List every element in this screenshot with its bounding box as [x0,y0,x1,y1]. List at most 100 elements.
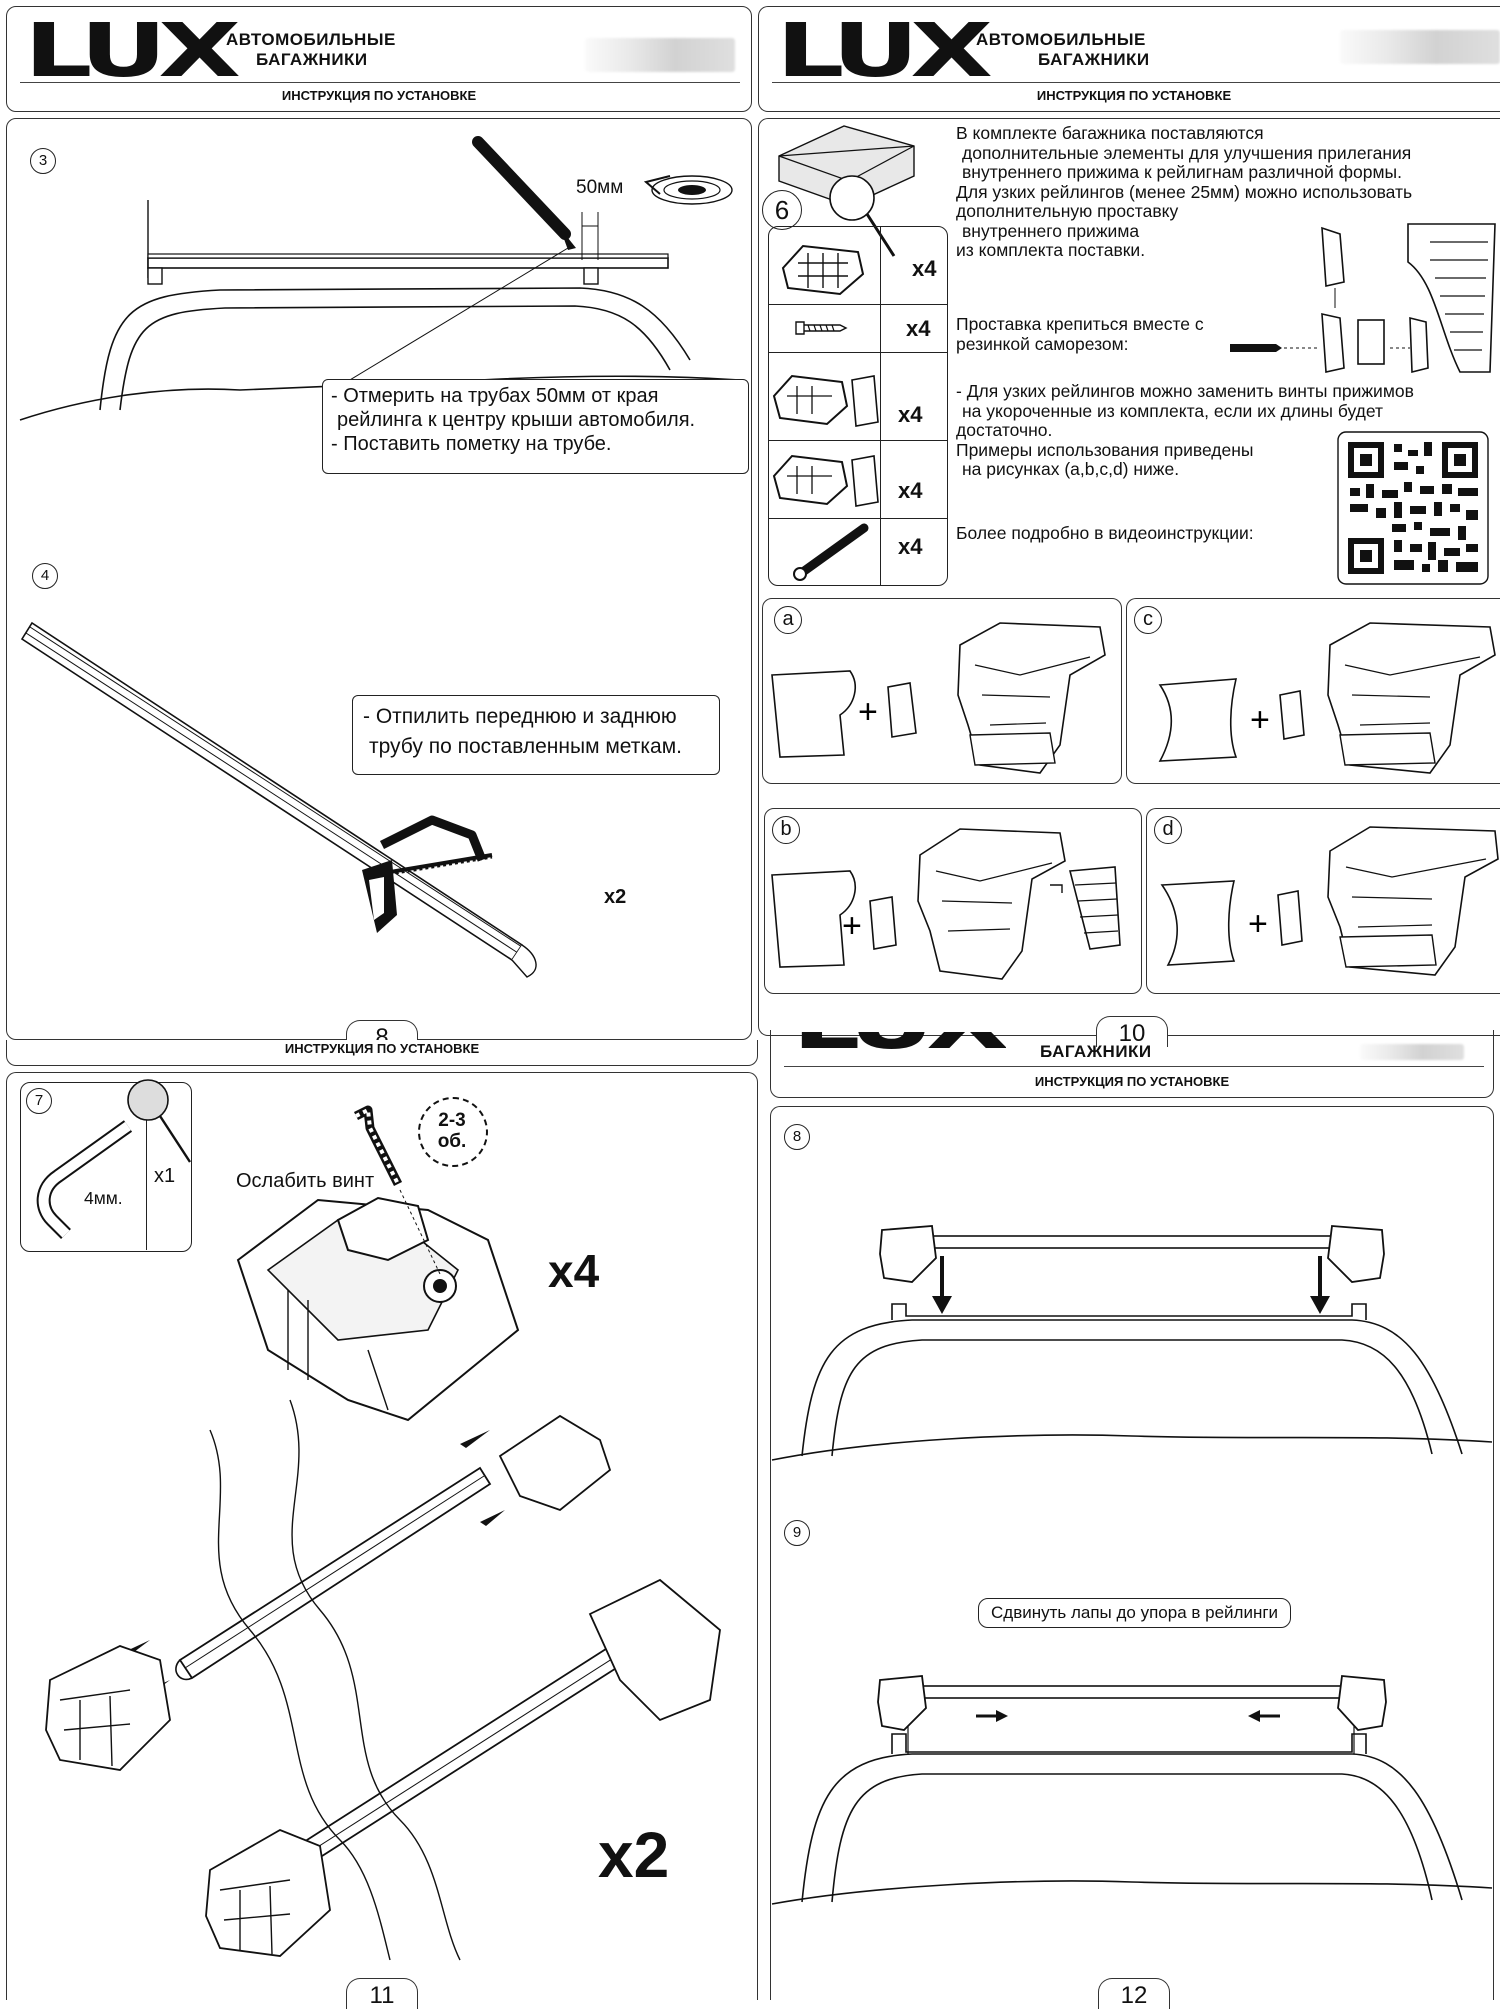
part-qty: x4 [898,478,923,503]
turns-badge [418,1097,488,1167]
slide-feet-label: Сдвинуть лапы до упора в рейлинги [978,1598,1292,1628]
variant-b-drawing: + [771,828,1121,980]
turns-text: 2-3 об. [418,1110,486,1152]
crossbar-slide-drawing [771,1675,1493,1905]
page-number-10: 10 [1096,1016,1168,1047]
clamp-pad-icon [781,244,865,296]
narrow-rails-text: - Для узких рейлингов можно заменить вин… [956,381,1414,480]
part-qty: x4 [898,534,923,559]
cutting-tube-drawing [20,621,537,978]
step-4-note: - Отпилить переднюю и заднюю трубу по по… [352,695,720,775]
note-line: - Поставить пометку на трубе. [331,433,612,455]
long-bolt-icon [793,523,869,581]
video-instruction-text: Более подробно в видеоинструкции: [956,523,1254,543]
svg-text:+: + [1248,905,1268,943]
svg-text:+: + [1250,701,1270,739]
narrow-line: - Для узких рейлингов можно заменить вин… [956,381,1414,401]
intro-line: дополнительную проставку [956,201,1179,221]
brand-line-2: БАГАЖНИКИ [1040,1042,1152,1061]
note-line: - Отпилить переднюю и заднюю [363,705,677,728]
parts-table [768,226,948,586]
brand-line-1: АВТОМОБИЛЬНЫЕ [976,30,1146,49]
blurred-badge [585,38,735,72]
intro-line: дополнительные элементы для улучшения пр… [962,142,1412,163]
page-11-header-strip [6,1040,758,1066]
variant-a-badge: a [774,606,802,634]
narrow-line: Примеры использования приведены [956,439,1254,460]
step-4-qty: x2 [604,886,627,908]
parts-row-line [768,304,948,305]
roof-rail-drawing [19,136,741,421]
page-number-11: 11 [346,1978,418,2009]
brand-subtitle: АВТОМОБИЛЬНЫЕ БАГАЖНИКИ [226,30,396,70]
intro-line: Для узких рейлингов (менее 25мм) можно и… [956,181,1413,202]
blurred-badge [1340,30,1500,64]
brand-line-2: БАГАЖНИКИ [256,50,368,69]
step-4-badge: 4 [32,563,58,589]
loosen-screw-label: Ослабить винт [236,1170,375,1192]
spacer-assembly-drawing [1230,223,1496,374]
turns-line: 2-3 [438,1110,466,1131]
step-3-note: - Отмерить на трубах 50мм от края рейлин… [322,379,749,474]
variant-a-drawing: + [771,622,1106,774]
page-12-header-fragment: LUX [770,1032,1006,1052]
qr-code-icon[interactable] [1337,431,1489,585]
part-qty: x4 [912,256,937,281]
feet-qty: x4 [548,1245,600,1297]
step-6-badge: 6 [762,190,802,230]
hex-key-turn-icon [353,1105,403,1187]
page-number-12: 12 [1098,1978,1170,2009]
hex-key-divider [146,1082,147,1250]
note-line: трубу по поставленным меткам. [369,735,683,758]
dimension-label: 50мм [576,177,624,198]
variant-c-badge: c [1134,606,1162,634]
lux-logo: LUX [792,1032,1006,1052]
hex-key-size: 4мм. [84,1188,123,1208]
step-3-badge: 3 [30,148,56,174]
header-rule [784,1066,1484,1067]
brand-line-1: АВТОМОБИЛЬНЫЕ [226,30,396,49]
step-7-badge: 7 [26,1088,52,1114]
svg-text:+: + [858,693,878,731]
parts-row-line [768,518,948,519]
page-12-header-strip [770,1030,1494,1098]
instruction-title: ИНСТРУКЦИЯ ПО УСТАНОВКЕ [1036,88,1232,103]
crossbar-assembly-drawing [45,1399,721,1961]
roof-foot-closeup-drawing [236,1189,520,1422]
spacer-line: резинкой саморезом: [956,334,1129,354]
lux-logo: LUX [776,8,993,94]
step-9-badge: 9 [784,1520,810,1546]
parts-row-line [768,352,948,353]
variant-c-drawing: + [1158,622,1496,774]
intro-line: внутреннего прижима [962,220,1140,241]
svg-text:+: + [842,907,862,945]
spare-parts-box-icon [778,125,915,257]
step-6-intro: В комплекте багажника поставляются допол… [956,123,1413,261]
intro-line: В комплекте багажника поставляются [956,123,1264,143]
spacer-text: Проставка крепиться вместе с резинкой са… [956,314,1204,354]
parts-row-line [768,440,948,441]
part-qty: x4 [898,402,923,427]
part-qty: x4 [906,316,931,341]
variant-b-badge: b [772,816,800,844]
intro-line: из комплекта поставки. [956,240,1146,260]
bars-qty: x2 [598,1819,670,1891]
crossbar-lowering-drawing [771,1225,1493,1461]
brand-subtitle: АВТОМОБИЛЬНЫЕ БАГАЖНИКИ [976,30,1150,70]
note-line: - Отмерить на трубах 50мм от края [331,385,659,407]
instruction-title: ИНСТРУКЦИЯ ПО УСТАНОВКЕ [284,1041,480,1056]
narrow-line: достаточно. [956,420,1053,440]
hex-key-qty: x1 [154,1165,176,1187]
hex-key-icon [36,1079,192,1239]
variant-d-badge: d [1154,816,1182,844]
header-rule [772,82,1500,83]
parts-table-divider [880,226,881,586]
note-line: рейлинга к центру крыши автомобиля. [337,409,696,431]
narrow-line: на укороченные из комплекта, если их дли… [962,400,1384,421]
variant-d-drawing: + [1160,826,1499,976]
hex-key-panel [20,1082,192,1252]
header-rule [20,82,740,83]
lux-logo: LUX [24,8,241,94]
step-8-badge: 8 [784,1124,810,1150]
turns-line: об. [437,1131,467,1152]
